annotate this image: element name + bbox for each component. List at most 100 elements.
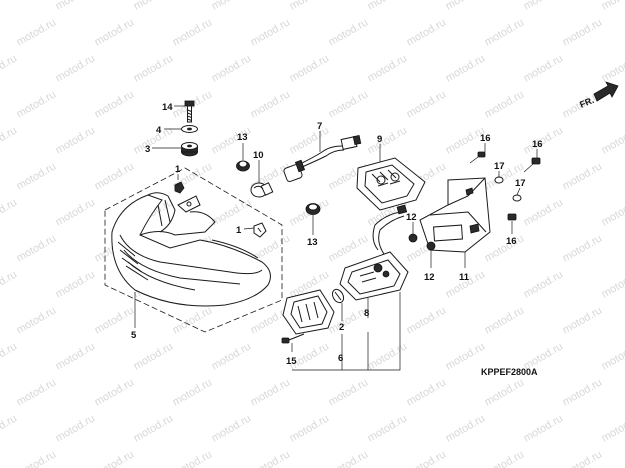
watermark-text: motod.ru — [561, 232, 605, 264]
callout-part-4: 4 — [156, 125, 162, 136]
watermark-text: motod.ru — [405, 304, 449, 336]
watermark-text: motod.ru — [366, 52, 410, 84]
watermark-text: motod.ru — [0, 268, 19, 300]
watermark-text: motod.ru — [171, 376, 215, 408]
watermark-text: motod.ru — [561, 160, 605, 192]
watermark-text: motod.ru — [600, 268, 625, 300]
headlight-housing — [111, 192, 271, 307]
clip-part-1-upper — [174, 174, 185, 194]
license-lens-part-6 — [282, 289, 335, 335]
watermark-text: motod.ru — [93, 88, 137, 120]
watermark-text: motod.ru — [405, 88, 449, 120]
watermark-text: motod.ru — [444, 412, 488, 444]
front-direction-arrow — [593, 81, 619, 102]
watermark-text: motod.ru — [54, 124, 98, 156]
headlight-bracket — [177, 195, 201, 213]
watermark-text: motod.ru — [132, 52, 176, 84]
callout-part-17-b: 17 — [515, 178, 526, 189]
diagram-code: KPPEF2800A — [481, 367, 538, 377]
callout-part-1-lower: 1 — [236, 225, 242, 236]
screw-part-16-a — [469, 151, 486, 164]
watermark-text: motod.ru — [171, 16, 215, 48]
watermark-text: motod.ru — [483, 304, 527, 336]
watermark-text: motod.ru — [0, 0, 19, 13]
watermark-text: motod.ru — [132, 412, 176, 444]
washer-part-4 — [181, 125, 198, 133]
nut-part-12-b — [426, 241, 436, 251]
watermark-text: motod.ru — [54, 412, 98, 444]
callout-part-12-b: 12 — [424, 272, 435, 283]
watermark-text: motod.ru — [522, 412, 566, 444]
watermark-text: motod.ru — [405, 16, 449, 48]
callout-part-2: 2 — [339, 322, 344, 333]
taillight-lens-part-9 — [356, 157, 426, 211]
watermark-text: motod.ru — [522, 124, 566, 156]
watermark-text: motod.ru — [483, 232, 527, 264]
watermark-text: motod.ru — [54, 196, 98, 228]
screw-part-16-c — [507, 213, 517, 221]
callout-part-16-a: 16 — [480, 133, 491, 144]
tail-housing-part-11 — [419, 177, 491, 253]
watermark-text: motod.ru — [444, 52, 488, 84]
watermark-text: motod.ru — [54, 268, 98, 300]
bulb-part-2 — [331, 288, 345, 304]
watermark-text: motod.ru — [15, 16, 59, 48]
watermark-text: motod.ru — [249, 376, 293, 408]
part-drawings — [104, 81, 619, 344]
watermark-text: motod.ru — [93, 160, 137, 192]
watermark-text: motod.ru — [405, 448, 449, 468]
watermark-text: motod.ru — [522, 268, 566, 300]
watermark-text: motod.ru — [0, 124, 19, 156]
callout-part-14-upper: 14 — [162, 102, 173, 113]
watermark-text: motod.ru — [0, 412, 19, 444]
watermark-text: motod.ru — [15, 304, 59, 336]
screw-part-15 — [281, 333, 305, 344]
callout-part-16-c: 16 — [506, 236, 517, 247]
watermark-text: motod.ru — [366, 412, 410, 444]
watermark-text: motod.ru — [132, 0, 176, 13]
watermark-text: motod.ru — [366, 340, 410, 372]
watermark-text: motod.ru — [288, 412, 332, 444]
watermark-text: motod.ru — [288, 124, 332, 156]
watermark-text: motod.ru — [288, 52, 332, 84]
callout-part-13-lower: 13 — [307, 237, 318, 248]
watermark-text: motod.ru — [327, 16, 371, 48]
callout-part-1-upper: 1 — [175, 164, 181, 175]
watermark-text: motod.ru — [15, 232, 59, 264]
watermark-text: motod.ru — [210, 340, 254, 372]
license-harness-wire — [372, 211, 405, 255]
watermark-text: motod.ru — [483, 376, 527, 408]
watermark-text: motod.ru — [0, 340, 19, 372]
callout-part-6: 6 — [338, 353, 343, 364]
collar-part-17-a — [494, 176, 504, 184]
watermark-text: motod.ru — [249, 16, 293, 48]
watermark-text: motod.ru — [561, 16, 605, 48]
bulb-part-10 — [250, 182, 274, 198]
watermark-text: motod.ru — [327, 232, 371, 264]
watermark-text: motod.ru — [249, 88, 293, 120]
grommet-part-13-lower — [305, 203, 321, 215]
watermark-text: motod.ru — [171, 304, 215, 336]
watermark-text: motod.ru — [54, 340, 98, 372]
watermark-text: motod.ru — [93, 16, 137, 48]
watermark-text: motod.ru — [54, 0, 98, 13]
watermark-text: motod.ru — [288, 0, 332, 13]
watermark-text: motod.ru — [210, 196, 254, 228]
bracket-hole — [186, 201, 192, 207]
callout-part-16-b: 16 — [532, 139, 543, 150]
watermark-text: motod.ru — [600, 0, 625, 13]
nut-part-12-a — [408, 233, 418, 243]
watermark-text: motod.ru — [327, 376, 371, 408]
bolt-part-14 — [184, 100, 195, 123]
callout-part-8: 8 — [364, 308, 369, 319]
callout-part-7: 7 — [317, 121, 322, 132]
watermark-text: motod.ru — [561, 448, 605, 468]
watermark-text: motod.ru — [0, 196, 19, 228]
callout-part-10: 10 — [253, 150, 264, 161]
watermark-text: motod.ru — [93, 304, 137, 336]
watermark-text: motod.ru — [522, 196, 566, 228]
watermark-text: motod.ru — [15, 88, 59, 120]
callout-part-9: 9 — [377, 134, 382, 145]
